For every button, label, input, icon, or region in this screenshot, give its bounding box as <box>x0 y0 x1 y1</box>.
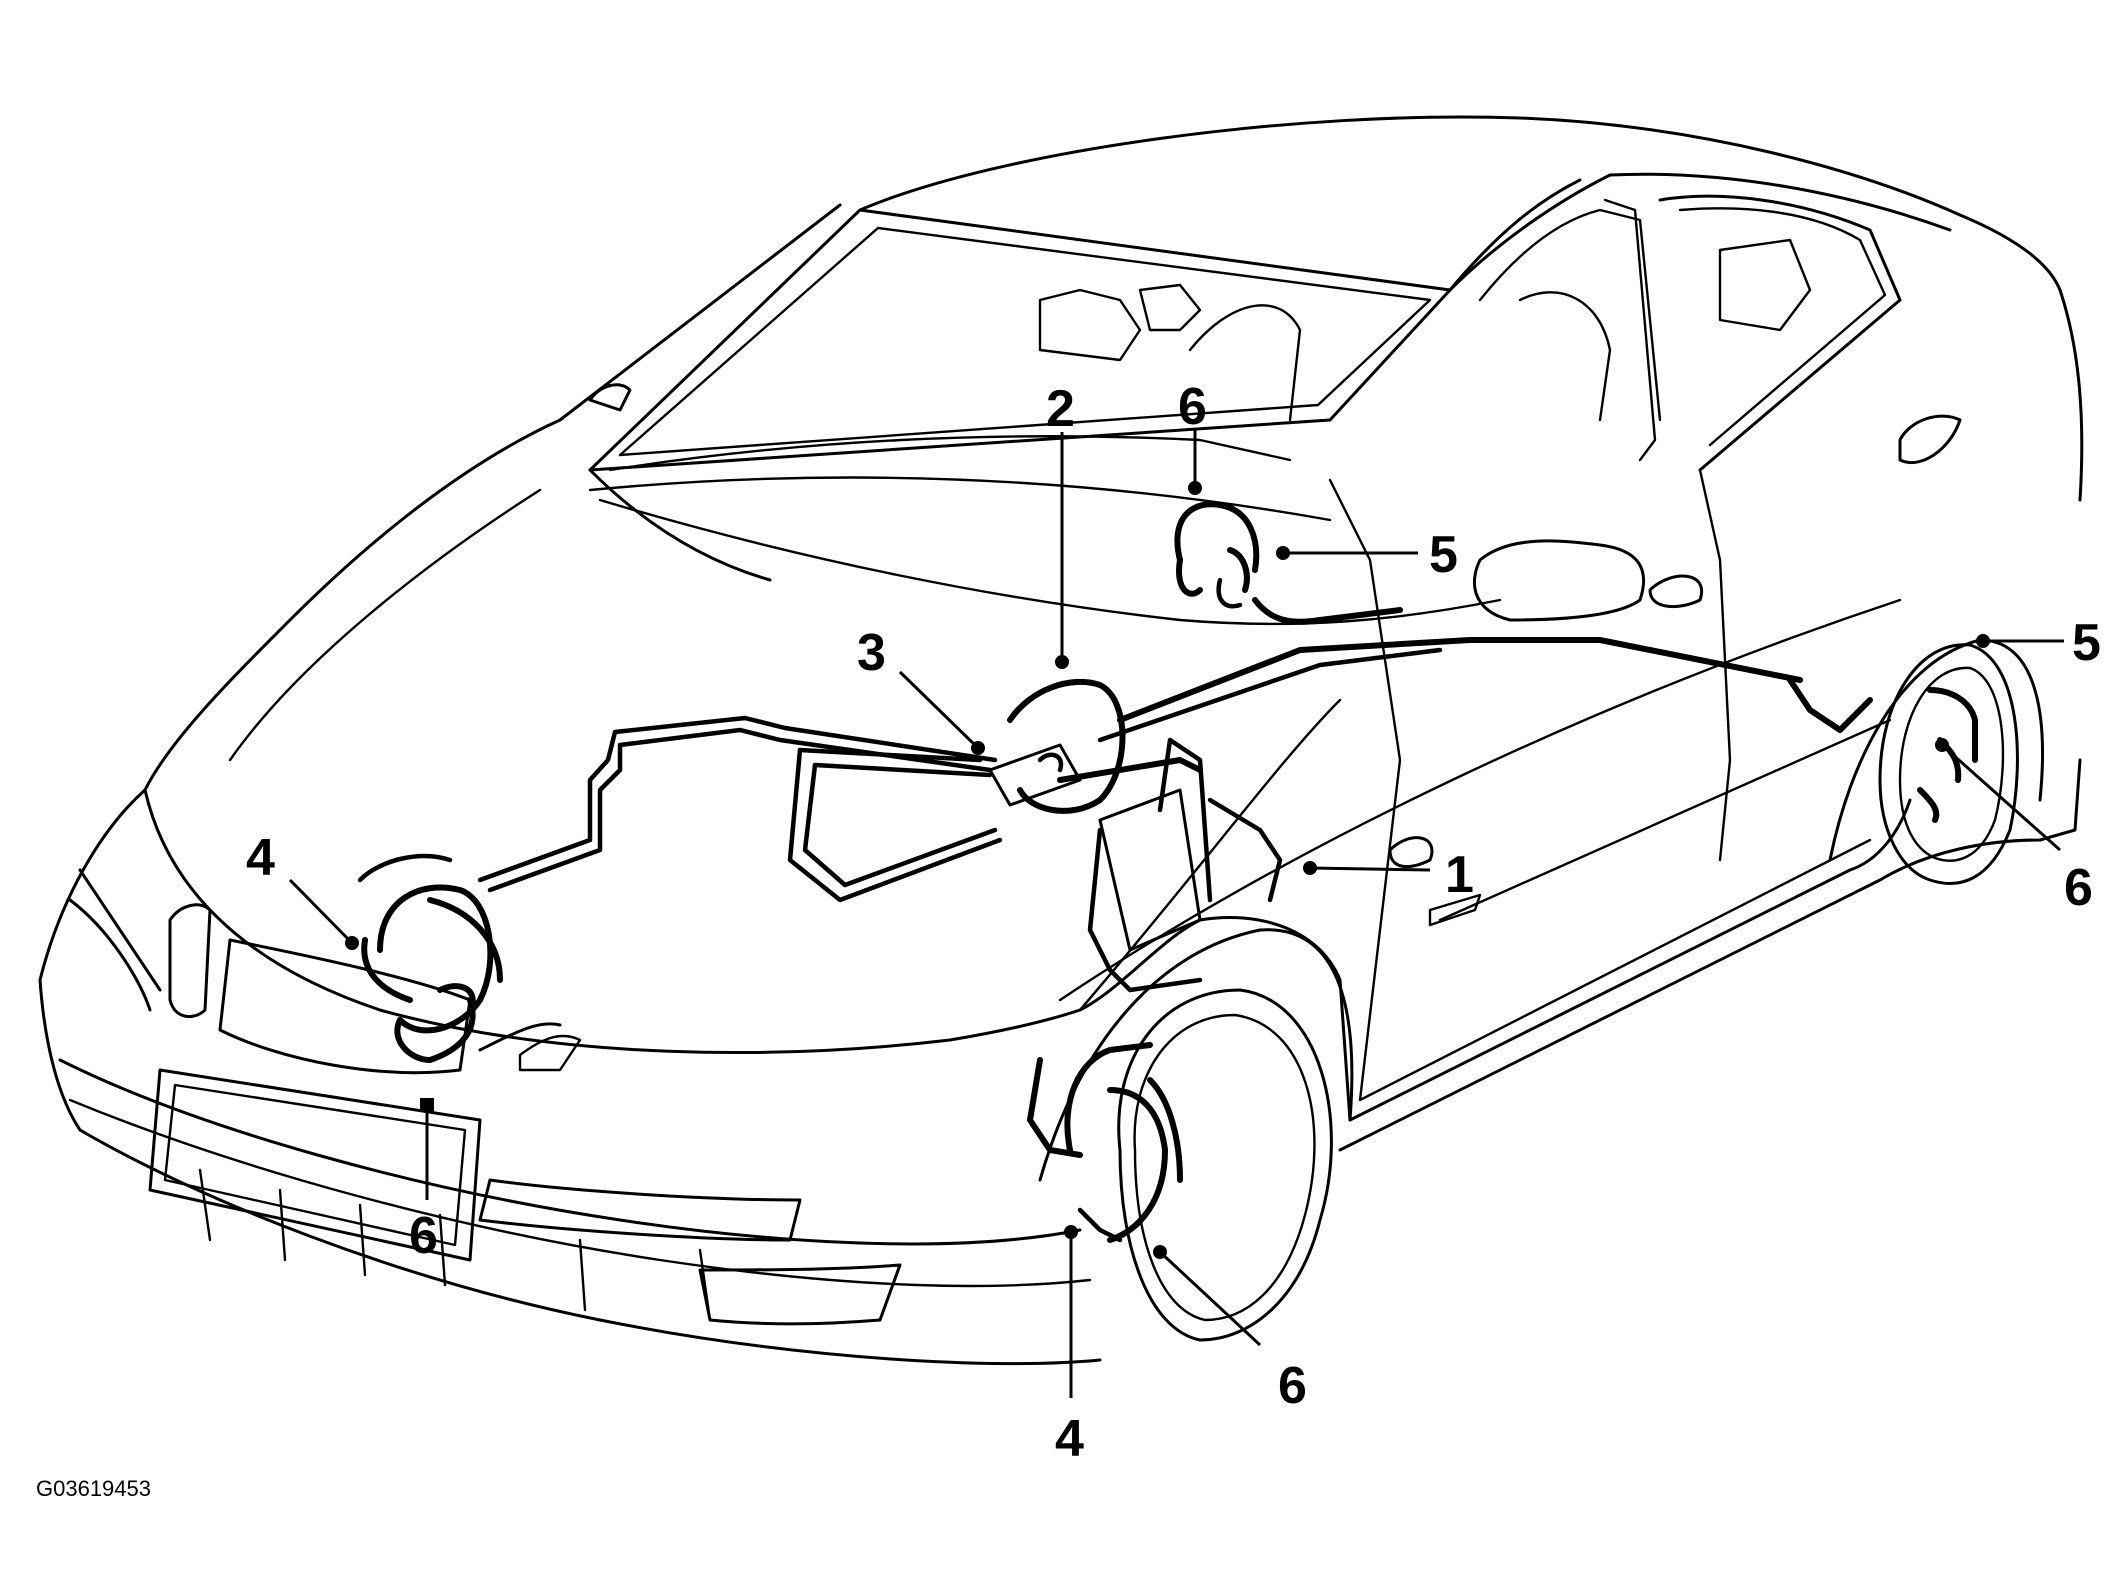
callout-4-lower: 4 <box>1055 1410 1084 1468</box>
leader-dot-4-upper <box>345 936 359 950</box>
leader-6-lower <box>1158 1250 1262 1347</box>
leader-dot-6-lower <box>1153 1245 1167 1259</box>
figure-id: G03619453 <box>36 1476 151 1501</box>
leader-dot-5-upper <box>1276 546 1290 560</box>
callout-labels: 1 2 3 4 4 5 5 6 6 6 6 <box>246 378 2101 1468</box>
leader-dot-1 <box>1303 861 1317 875</box>
callout-4-upper: 4 <box>246 829 275 887</box>
callout-6-upper: 6 <box>1178 378 1207 436</box>
leader-dot-2 <box>1055 655 1069 669</box>
callout-5-upper: 5 <box>1429 526 1458 584</box>
callout-5-right: 5 <box>2072 614 2101 672</box>
leader-4-upper <box>288 878 354 945</box>
callout-1: 1 <box>1445 846 1474 904</box>
car-body <box>38 115 2084 1366</box>
leader-1 <box>1309 866 1431 872</box>
leader-dot-6-right <box>1935 738 1949 752</box>
leader-lines <box>288 430 2064 1398</box>
leader-dot-5-right <box>1976 634 1990 648</box>
brake-components <box>357 501 1978 1243</box>
leader-dot-3 <box>971 741 985 755</box>
callout-6-lower: 6 <box>1278 1357 1307 1415</box>
callout-6-right: 6 <box>2064 859 2093 917</box>
callout-2: 2 <box>1046 380 1075 438</box>
callout-6-left: 6 <box>409 1207 438 1265</box>
leader-dot-4-lower <box>1064 1225 1078 1239</box>
leader-3 <box>898 670 980 750</box>
callout-3: 3 <box>857 624 886 682</box>
leader-6-right <box>1941 743 2061 852</box>
leader-dot-6-upper <box>1188 481 1202 495</box>
leader-dot-6-left <box>420 1098 434 1112</box>
